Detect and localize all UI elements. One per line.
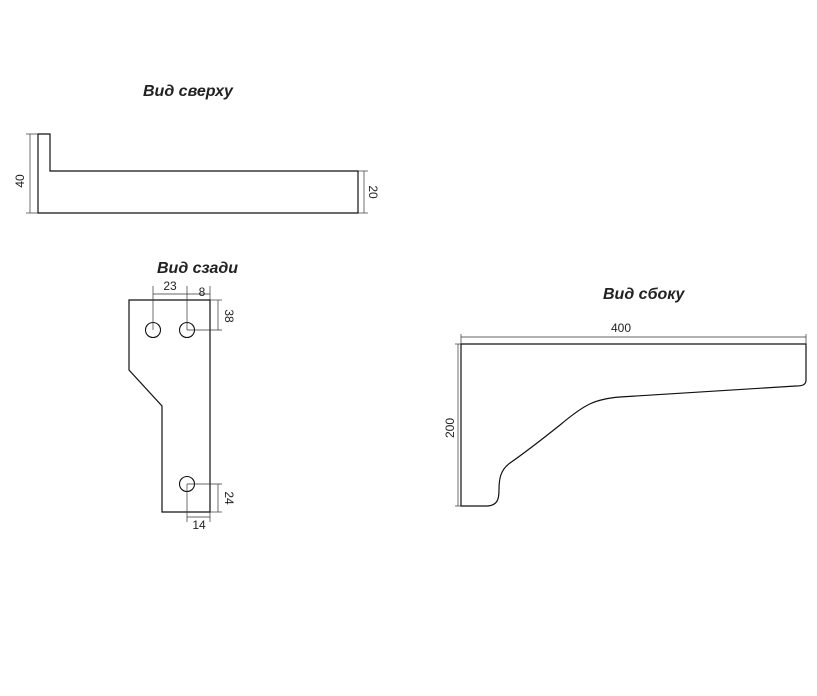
back-view-dim-24: 24 — [222, 491, 236, 505]
side-view-dim-200: 200 — [443, 418, 457, 438]
side-view-title: Вид сбоку — [603, 286, 686, 303]
top-view: Вид сверху 40 20 — [13, 83, 380, 214]
back-view: Вид сзади 23 8 38 24 14 — [128, 260, 238, 532]
back-view-dim-14: 14 — [192, 518, 206, 532]
top-view-outline — [37, 133, 359, 214]
back-view-dim-8: 8 — [199, 285, 206, 299]
top-view-dim-20: 20 — [366, 185, 380, 199]
back-view-outline — [128, 299, 211, 513]
back-view-dim-38: 38 — [222, 309, 236, 323]
top-view-dim-40: 40 — [13, 174, 27, 188]
back-view-title: Вид сзади — [157, 260, 238, 277]
top-view-title: Вид сверху — [143, 83, 234, 100]
side-view-dim-400: 400 — [611, 321, 631, 335]
side-view-outline — [460, 343, 807, 507]
side-view: Вид сбоку 400 200 — [443, 286, 807, 507]
back-view-dim-23: 23 — [163, 279, 177, 293]
